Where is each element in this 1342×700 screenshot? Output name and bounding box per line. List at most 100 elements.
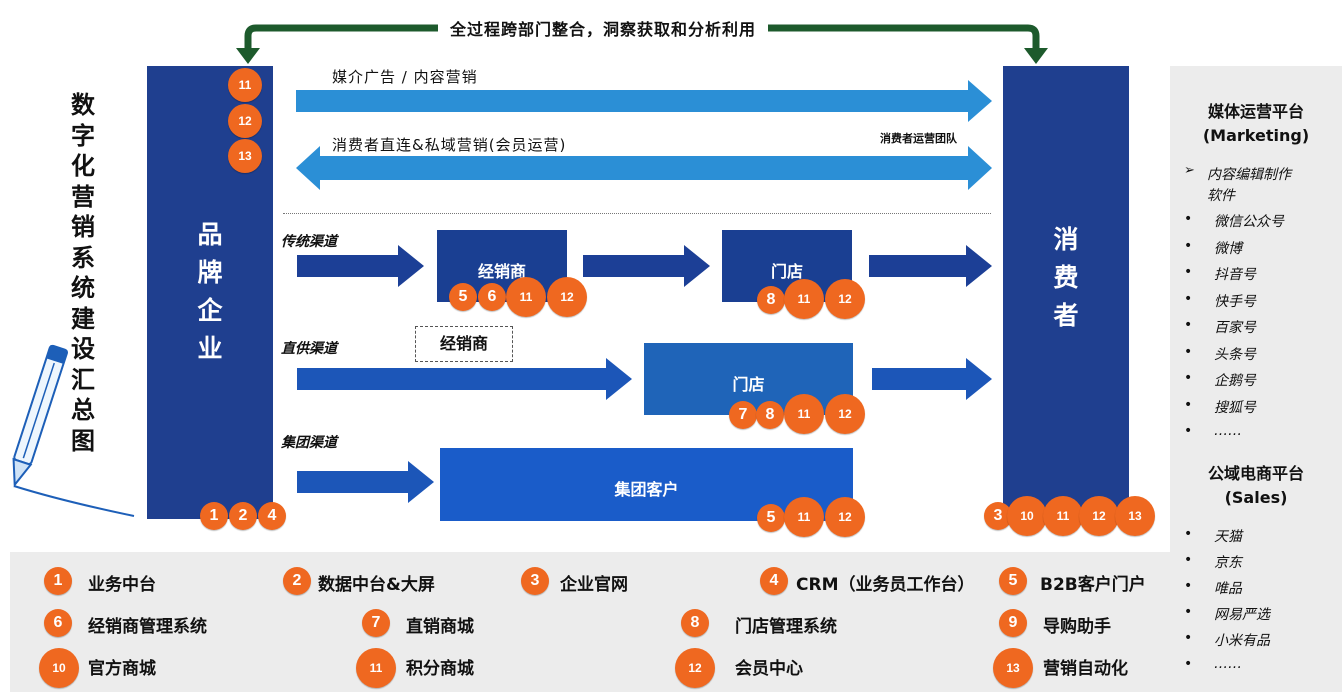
separator bbox=[283, 213, 991, 214]
legend-badge-8: 8 bbox=[681, 609, 709, 637]
bullet-icon: • bbox=[1184, 237, 1193, 254]
channel-direct: 直供渠道 bbox=[281, 341, 337, 357]
badge-4: 4 bbox=[258, 502, 286, 530]
marketing-subtitle: (Marketing) bbox=[1202, 126, 1310, 145]
badge-8: 8 bbox=[756, 401, 784, 429]
badge-11: 11 bbox=[784, 497, 824, 537]
legend-badge-6: 6 bbox=[44, 609, 72, 637]
legend-label-10: 官方商城 bbox=[88, 659, 156, 679]
bullet-icon: • bbox=[1184, 370, 1193, 386]
sales-subtitle: (Sales) bbox=[1224, 488, 1288, 507]
legend-label-1: 业务中台 bbox=[88, 575, 156, 595]
legend-badge-11: 11 bbox=[356, 648, 396, 688]
media-arrow bbox=[296, 80, 992, 122]
dtc-label: 消费者直连&私域营销(会员运营) bbox=[332, 136, 567, 154]
badge-11: 11 bbox=[228, 68, 262, 102]
badge-12: 12 bbox=[825, 279, 865, 319]
dtc-double-arrow bbox=[296, 146, 992, 190]
bullet-icon: • bbox=[1184, 343, 1193, 360]
brand-pillar-label: 品牌企业 bbox=[197, 220, 223, 363]
legend-label-11: 积分商城 bbox=[406, 659, 474, 679]
consumer-pillar: 消费者 bbox=[1003, 66, 1129, 519]
sales-title: 公域电商平台 bbox=[1207, 464, 1304, 483]
badge-6: 6 bbox=[478, 283, 506, 311]
badge-1: 1 bbox=[200, 502, 228, 530]
bullet-icon: • bbox=[1184, 656, 1193, 672]
legend-badge-1: 1 bbox=[44, 567, 72, 595]
legend-label-13: 营销自动化 bbox=[1043, 659, 1128, 679]
pen-icon bbox=[12, 344, 135, 517]
marketing-item: 企鹅号 bbox=[1214, 373, 1256, 389]
badge-11: 11 bbox=[784, 279, 824, 319]
marketing-item: …… bbox=[1214, 423, 1242, 439]
bullet-icon: • bbox=[1184, 552, 1193, 568]
badge-10: 10 bbox=[1007, 496, 1047, 536]
badge-7: 7 bbox=[729, 401, 757, 429]
channel-traditional: 传统渠道 bbox=[281, 234, 337, 250]
marketing-item: 头条号 bbox=[1214, 346, 1256, 363]
bullet-icon: • bbox=[1184, 423, 1193, 439]
badge-12: 12 bbox=[228, 104, 262, 138]
sales-item: …… bbox=[1214, 656, 1242, 672]
legend-badge-13: 13 bbox=[993, 648, 1033, 688]
sales-item: 网易严选 bbox=[1214, 607, 1270, 623]
badge-2: 2 bbox=[229, 502, 257, 530]
marketing-item: 百家号 bbox=[1214, 320, 1256, 336]
legend-badge-2: 2 bbox=[283, 567, 311, 595]
marketing-item: 微博 bbox=[1214, 240, 1242, 257]
legend-badge-9: 9 bbox=[999, 609, 1027, 637]
sales-item: 天猫 bbox=[1214, 529, 1242, 545]
marketing-item: 搜狐号 bbox=[1214, 399, 1256, 416]
bullet-icon: • bbox=[1184, 526, 1193, 542]
marketing-head-line1: 内容编辑制作 bbox=[1207, 167, 1291, 183]
badge-12: 12 bbox=[1079, 496, 1119, 536]
bullet-icon: • bbox=[1184, 578, 1193, 594]
badge-8: 8 bbox=[757, 286, 785, 314]
dealer-dashed-box: 经销商 bbox=[415, 326, 513, 362]
legend-badge-7: 7 bbox=[362, 609, 390, 637]
badge-12: 12 bbox=[547, 277, 587, 317]
badge-12: 12 bbox=[825, 394, 865, 434]
group-customer-box: 集团客户 bbox=[440, 448, 853, 521]
marketing-item: 快手号 bbox=[1214, 293, 1256, 310]
legend-badge-5: 5 bbox=[999, 567, 1027, 595]
marketing-item: 抖音号 bbox=[1214, 267, 1256, 283]
badge-5: 5 bbox=[757, 504, 785, 532]
bullet-icon: • bbox=[1184, 317, 1193, 333]
bullet-icon: • bbox=[1184, 211, 1193, 227]
vertical-title: 数字化营销系统建设汇总图 bbox=[71, 90, 95, 455]
badge-11: 11 bbox=[1043, 496, 1083, 536]
legend-label-3: 企业官网 bbox=[560, 575, 628, 595]
legend-badge-4: 4 bbox=[760, 567, 788, 595]
legend-label-9: 导购助手 bbox=[1043, 617, 1111, 637]
channel-group: 集团渠道 bbox=[281, 435, 337, 451]
legend-badge-12: 12 bbox=[675, 648, 715, 688]
sales-item: 京东 bbox=[1214, 555, 1242, 571]
top-flow-arrows bbox=[296, 80, 992, 190]
legend-label-12: 会员中心 bbox=[735, 659, 803, 679]
marketing-item: 微信公众号 bbox=[1214, 214, 1284, 230]
platform-panel bbox=[1170, 66, 1342, 692]
legend-label-2: 数据中台&大屏 bbox=[318, 575, 435, 595]
bullet-icon: • bbox=[1184, 290, 1193, 307]
bullet-icon: • bbox=[1184, 396, 1193, 413]
badge-12: 12 bbox=[825, 497, 865, 537]
team-label: 消费者运营团队 bbox=[880, 132, 957, 145]
legend-label-5: B2B客户门户 bbox=[1040, 575, 1146, 595]
integration-banner: 全过程跨部门整合，洞察获取和分析利用 bbox=[438, 16, 769, 40]
badge-13: 13 bbox=[228, 139, 262, 173]
bullet-icon: • bbox=[1184, 264, 1193, 280]
badge-11: 11 bbox=[784, 394, 824, 434]
legend-label-7: 直销商城 bbox=[406, 617, 474, 637]
legend-label-4: CRM（业务员工作台） bbox=[796, 575, 975, 595]
consumer-pillar-label: 消费者 bbox=[1053, 225, 1079, 330]
legend-label-8: 门店管理系统 bbox=[735, 617, 837, 637]
marketing-head-line2: 软件 bbox=[1207, 188, 1235, 204]
media-label: 媒介广告 / 内容营销 bbox=[332, 68, 478, 86]
legend-panel bbox=[10, 552, 1172, 692]
badge-5: 5 bbox=[449, 283, 477, 311]
legend-badge-3: 3 bbox=[521, 567, 549, 595]
legend-badge-10: 10 bbox=[39, 648, 79, 688]
sales-item: 小米有品 bbox=[1214, 633, 1270, 649]
